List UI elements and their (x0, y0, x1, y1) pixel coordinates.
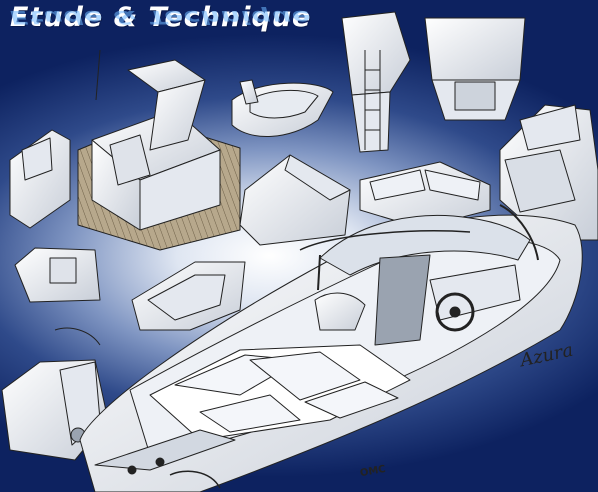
steering-wheel-icon (435, 292, 475, 332)
cushions-drawing (359, 161, 491, 229)
ladder-drawing (341, 11, 411, 153)
main-boat-drawing (79, 204, 583, 492)
storage-box-drawing (424, 17, 526, 121)
helm-seat-drawing (77, 49, 241, 251)
mini-console-drawing (14, 247, 101, 303)
side-seat-drawing (9, 129, 71, 229)
bench-drawing (239, 154, 351, 246)
console-drawing (499, 104, 598, 241)
bucket-seat-drawing (131, 261, 246, 331)
page-title: Etude & Technique (10, 2, 312, 33)
speedboat-drawing (231, 79, 334, 137)
